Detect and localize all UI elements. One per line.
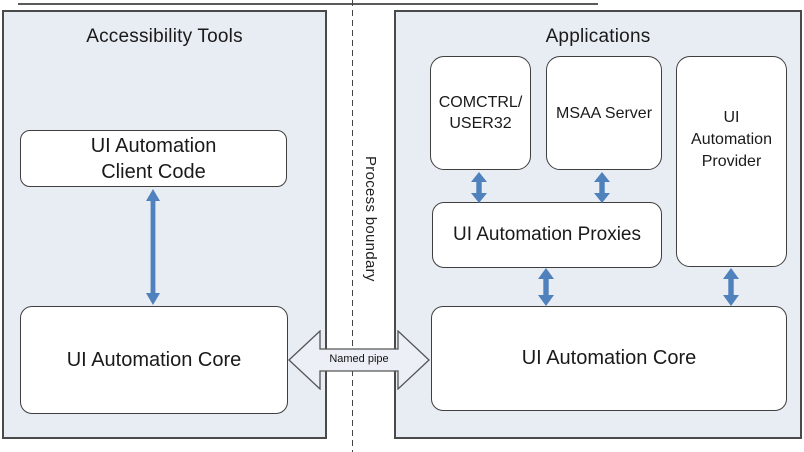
comctrl-line1: COMCTRL/ — [438, 94, 523, 111]
client-code-line2: Client Code — [101, 160, 206, 183]
comctrl-user32-box: COMCTRL/ USER32 — [430, 56, 531, 170]
comctrl-line2: USER32 — [449, 115, 512, 132]
client-code-to-core-double-arrow-icon — [146, 189, 160, 305]
right-core-label: UI Automation Core — [521, 347, 697, 369]
left-ui-automation-core-box: UI Automation Core — [20, 306, 288, 414]
msaa-server-box: MSAA Server — [546, 56, 662, 170]
top-border-artifact — [18, 3, 598, 5]
named-pipe-double-arrow-icon — [288, 330, 430, 390]
process-boundary-dashed-line — [352, 0, 353, 452]
provider-to-core-double-arrow-icon — [723, 268, 739, 306]
left-core-label: UI Automation Core — [66, 348, 242, 371]
named-pipe-label: Named pipe — [329, 353, 389, 365]
client-code-line1: UI Automation — [90, 134, 217, 157]
right-ui-automation-core-box: UI Automation Core — [431, 306, 787, 411]
provider-line2: Automation — [691, 131, 772, 148]
ui-automation-proxies-box: UI Automation Proxies — [432, 202, 662, 268]
comctrl-to-proxies-double-arrow-icon — [471, 172, 487, 203]
right-panel-title: Applications — [545, 26, 651, 47]
provider-line1: UI — [723, 109, 740, 126]
msaa-to-proxies-double-arrow-icon — [594, 172, 610, 203]
proxies-to-core-double-arrow-icon — [538, 268, 554, 306]
proxies-label: UI Automation Proxies — [453, 224, 641, 245]
left-panel-title: Accessibility Tools — [86, 26, 243, 47]
msaa-label: MSAA Server — [555, 104, 653, 122]
provider-line3: Provider — [701, 153, 762, 170]
ui-automation-provider-box: UI Automation Provider — [676, 56, 787, 267]
process-boundary-label: Process boundary — [362, 156, 379, 282]
ui-automation-client-code-box: UI Automation Client Code — [20, 130, 287, 187]
